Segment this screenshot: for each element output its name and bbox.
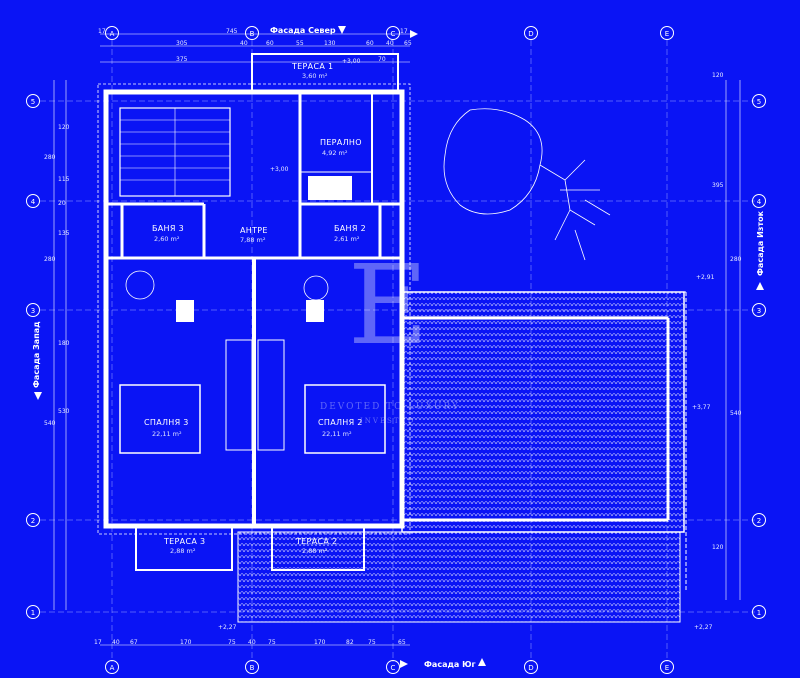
dim-left-6: 280 xyxy=(44,256,56,263)
dimension-lines xyxy=(53,33,741,646)
watermark-text-line2: INVESTED xyxy=(360,417,416,425)
dim-left-9: 530 xyxy=(58,408,70,415)
dim-left-5: 135 xyxy=(58,230,70,237)
dim-left-2: 280 xyxy=(44,154,56,161)
room-label-bathroom-3: БАНЯ 3 xyxy=(152,224,184,233)
tree-symbol xyxy=(443,108,611,261)
dim-left-7: 180 xyxy=(58,340,70,347)
room-area-terrace-2: 2,88 m² xyxy=(302,547,328,555)
dim-bottom-1: 17 xyxy=(94,639,102,646)
dim-top-1: 17 xyxy=(98,28,106,35)
dim-top2-3: 60 xyxy=(266,40,274,47)
dim-top2-8: 65 xyxy=(404,40,412,47)
facade-east-label: Фасада Изток xyxy=(756,210,765,276)
axis-marker-2-left: 2 xyxy=(26,513,40,527)
dim-right-3: 280 xyxy=(730,256,742,263)
room-area-bedroom-3: 22,11 m² xyxy=(152,430,182,438)
dim-bottom-10: 75 xyxy=(368,639,376,646)
dim-top2-6: 60 xyxy=(366,40,374,47)
dim-bottom-11: 65 xyxy=(398,639,406,646)
exterior-walls xyxy=(97,53,411,571)
axis-marker-b-bottom: B xyxy=(245,660,259,674)
dim-left-8: 540 xyxy=(44,420,56,427)
dim-top2-5: 130 xyxy=(324,40,336,47)
axis-marker-3-left: 3 xyxy=(26,303,40,317)
axis-marker-a-top: A xyxy=(105,26,119,40)
dim-bottom-5: 75 xyxy=(228,639,236,646)
axis-marker-2-right: 2 xyxy=(752,513,766,527)
dim-top3-2: 70 xyxy=(378,56,386,63)
level-mark-roof-side: +3,77 xyxy=(692,404,711,411)
facade-north-label: Фасада Север xyxy=(270,26,336,35)
dim-left-4: 20 xyxy=(58,200,66,207)
dim-right-4: 540 xyxy=(730,410,742,417)
level-mark-bottom-left: +2,27 xyxy=(218,624,237,631)
dim-bottom-6: 40 xyxy=(248,639,256,646)
dim-top3-1: 375 xyxy=(176,56,188,63)
level-mark-stairs: +3,00 xyxy=(270,166,289,173)
room-area-bathroom-2: 2,61 m² xyxy=(334,235,360,243)
dim-right-5: 120 xyxy=(712,544,724,551)
dim-bottom-9: 82 xyxy=(346,639,354,646)
dim-bottom-4: 170 xyxy=(180,639,192,646)
dim-top2-1: 305 xyxy=(176,40,188,47)
facade-arrows xyxy=(34,26,764,668)
watermark-text-line1: DEVOTED TO LUXURY xyxy=(320,402,460,412)
axis-marker-5-left: 5 xyxy=(26,94,40,108)
roof-tiles xyxy=(237,291,687,623)
axis-marker-4-left: 4 xyxy=(26,194,40,208)
watermark-logo: E xyxy=(348,241,429,369)
dim-top2-2: 40 xyxy=(240,40,248,47)
axis-marker-e-bottom: E xyxy=(660,660,674,674)
dim-left-3: 115 xyxy=(58,176,70,183)
axis-marker-d-top: D xyxy=(524,26,538,40)
room-label-bedroom-3: СПАЛНЯ 3 xyxy=(144,418,189,427)
level-mark-terrace: +3,00 xyxy=(342,58,361,65)
facade-south-label: Фасада Юг xyxy=(424,660,476,669)
axis-marker-e-top: E xyxy=(660,26,674,40)
dim-bottom-7: 75 xyxy=(268,639,276,646)
axis-marker-5-right: 5 xyxy=(752,94,766,108)
dim-top2-4: 55 xyxy=(296,40,304,47)
room-label-bedroom-2: СПАЛНЯ 2 xyxy=(318,418,363,427)
level-mark-bottom-right: +2,27 xyxy=(694,624,713,631)
dim-left-1: 120 xyxy=(58,124,70,131)
room-label-terrace-1: ТЕРАСА 1 xyxy=(292,62,334,71)
room-label-laundry: ПЕРАЛНО xyxy=(320,138,362,147)
axis-marker-d-bottom: D xyxy=(524,660,538,674)
dim-top2-7: 40 xyxy=(386,40,394,47)
axis-marker-3-right: 3 xyxy=(752,303,766,317)
dim-bottom-3: 67 xyxy=(130,639,138,646)
room-area-bathroom-3: 2,60 m² xyxy=(154,235,180,243)
room-area-terrace-3: 2,88 m² xyxy=(170,547,196,555)
dim-bottom-8: 170 xyxy=(314,639,326,646)
room-area-terrace-1: 3,60 m² xyxy=(302,72,328,80)
room-label-terrace-2: ТЕРАСА 2 xyxy=(296,537,338,546)
axis-marker-c-top: C xyxy=(386,26,400,40)
room-area-bedroom-2: 22,11 m² xyxy=(322,430,352,438)
dim-right-2: 395 xyxy=(712,182,724,189)
level-mark-roof-top: +2,91 xyxy=(696,274,715,281)
dim-top-3: 17 xyxy=(400,28,408,35)
axis-marker-b-top: B xyxy=(245,26,259,40)
room-label-bathroom-2: БАНЯ 2 xyxy=(334,224,366,233)
room-label-hallway: АНТРЕ xyxy=(240,226,268,235)
dim-bottom-2: 40 xyxy=(112,639,120,646)
facade-west-label: Фасада Запад xyxy=(32,321,41,388)
dim-top-2: 745 xyxy=(226,28,238,35)
room-label-terrace-3: ТЕРАСА 3 xyxy=(164,537,206,546)
room-area-hallway: 7,88 m² xyxy=(240,236,266,244)
axis-marker-4-right: 4 xyxy=(752,194,766,208)
axis-marker-a-bottom: A xyxy=(105,660,119,674)
dim-right-1: 120 xyxy=(712,72,724,79)
axis-marker-c-bottom: C xyxy=(386,660,400,674)
room-area-laundry: 4,92 m² xyxy=(322,149,348,157)
axis-marker-1-right: 1 xyxy=(752,605,766,619)
axis-marker-1-left: 1 xyxy=(26,605,40,619)
